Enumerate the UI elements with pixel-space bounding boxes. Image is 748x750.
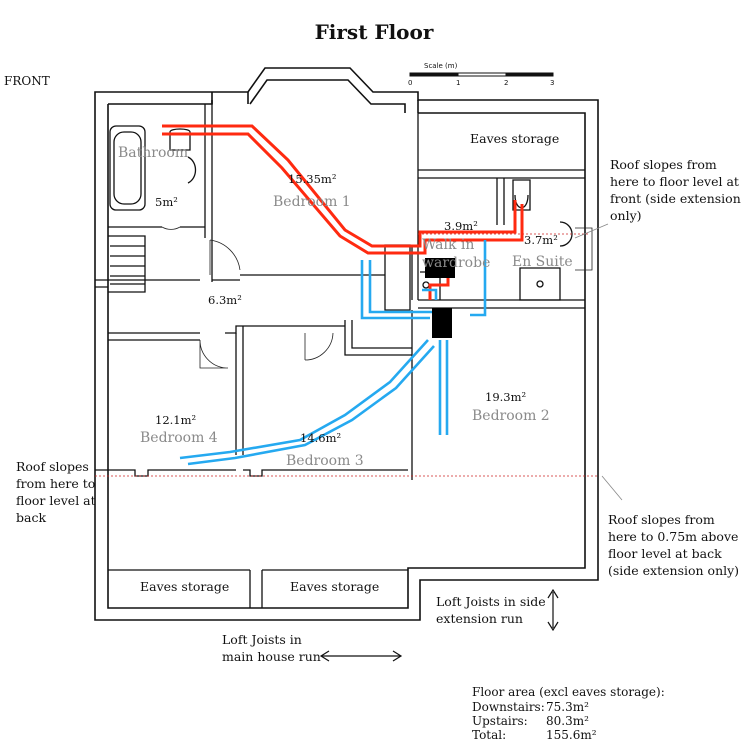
outer-walls — [94, 67, 599, 621]
scale-tick-1: 1 — [456, 79, 461, 87]
walkin-label: Walk in wardrobe — [422, 237, 491, 271]
joists-main-note: Loft Joists in main house run — [222, 632, 321, 664]
roof-back-left-note: Roof slopes from here to floor level at … — [16, 459, 96, 525]
bathroom-label: Bathroom — [118, 145, 189, 161]
floor-area-table: Downstairs: 75.3m² Upstairs: 80.3m² Tota… — [472, 700, 632, 746]
scale-bar — [409, 72, 554, 77]
floor-area-heading: Floor area (excl eaves storage): — [472, 685, 665, 699]
door-swings — [161, 226, 593, 369]
scale-tick-0: 0 — [408, 79, 413, 87]
page-title: First Floor — [314, 20, 434, 44]
scale-tick-3: 3 — [550, 79, 555, 87]
bedroom3-area: 14.6m² — [300, 431, 342, 445]
cold-water-pipes — [179, 240, 487, 466]
bedroom4-label: Bedroom 4 — [140, 430, 218, 446]
floor-area-label: Downstairs: — [472, 700, 545, 714]
leader-lines — [574, 223, 623, 501]
ensuite-area: 3.7m² — [524, 233, 558, 247]
bedroom1-area: 15.35m² — [288, 172, 337, 186]
walkin-area: 3.9m² — [444, 219, 478, 233]
front-label: FRONT — [4, 74, 50, 88]
eaves-storage-right: Eaves storage — [470, 131, 560, 146]
cylinder-block — [432, 308, 452, 338]
bedroom3-label: Bedroom 3 — [286, 453, 364, 469]
floor-area-label: Upstairs: — [472, 714, 528, 728]
hot-water-pipes — [162, 124, 524, 300]
floor-area-row: Downstairs: 75.3m² — [472, 700, 589, 714]
scale-label: Scale (m) — [424, 62, 458, 70]
roof-slope-lines — [95, 233, 598, 477]
eaves-storage-left: Eaves storage — [140, 579, 230, 594]
floor-area-value: 80.3m² — [546, 714, 589, 728]
ensuite-label: En Suite — [512, 254, 573, 270]
bedroom2-area: 19.3m² — [485, 390, 527, 404]
bedroom2-label: Bedroom 2 — [472, 408, 550, 424]
floor-area-row: Total: 155.6m² — [472, 728, 597, 742]
boiler-block — [425, 258, 455, 278]
floor-area-row: Upstairs: 80.3m² — [472, 714, 589, 728]
joists-side-note: Loft Joists in side extension run — [436, 594, 546, 626]
floor-area-label: Total: — [472, 728, 507, 742]
interior-walls — [95, 104, 585, 608]
floor-area-value: 75.3m² — [546, 700, 589, 714]
eaves-storage-middle: Eaves storage — [290, 579, 380, 594]
bedroom4-area: 12.1m² — [155, 413, 197, 427]
roof-front-note: Roof slopes from here to floor level at … — [610, 157, 741, 223]
bathroom-area: 5m² — [155, 195, 178, 209]
floor-area-value: 155.6m² — [546, 728, 597, 742]
bedroom1-label: Bedroom 1 — [273, 194, 351, 210]
roof-back-right-note: Roof slopes from here to 0.75m above flo… — [608, 512, 740, 578]
scale-tick-2: 2 — [504, 79, 509, 87]
landing-area: 6.3m² — [208, 293, 242, 307]
joist-arrows — [319, 588, 559, 662]
